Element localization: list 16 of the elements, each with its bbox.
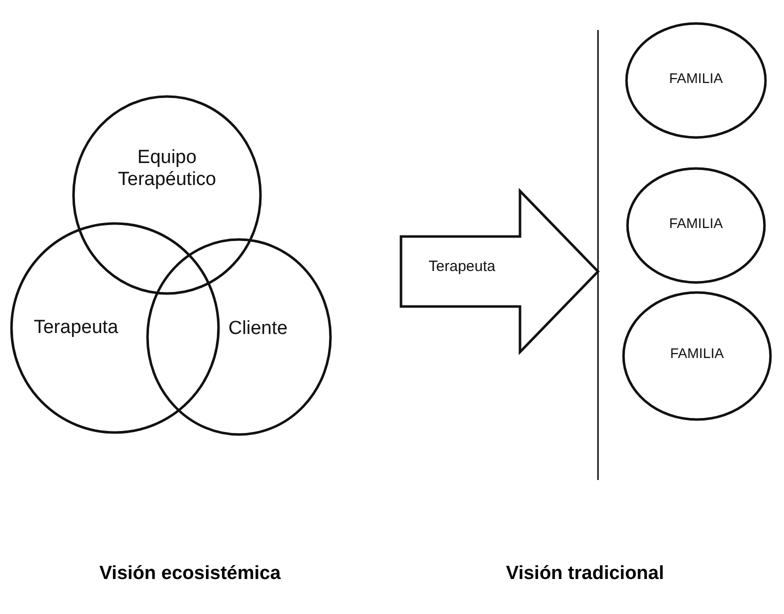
venn-circle <box>10 222 220 434</box>
node-text: FAMILIA <box>668 215 724 231</box>
block-arrow <box>400 190 600 353</box>
section-caption: Visión ecosistémica <box>98 563 282 585</box>
oval <box>625 22 767 139</box>
oval <box>622 291 772 421</box>
venn-circle <box>72 95 262 295</box>
node-text: Terapeuta <box>428 258 496 275</box>
node-text: Equipo Terapéutico <box>116 147 218 191</box>
node-text: FAMILIA <box>669 345 725 361</box>
venn-circle <box>146 238 332 436</box>
node-text: Cliente <box>227 318 289 340</box>
section-caption: Visión tradicional <box>504 563 666 585</box>
node-text: Terapeuta <box>32 317 120 339</box>
oval <box>626 167 766 284</box>
node-text: FAMILIA <box>668 70 724 86</box>
